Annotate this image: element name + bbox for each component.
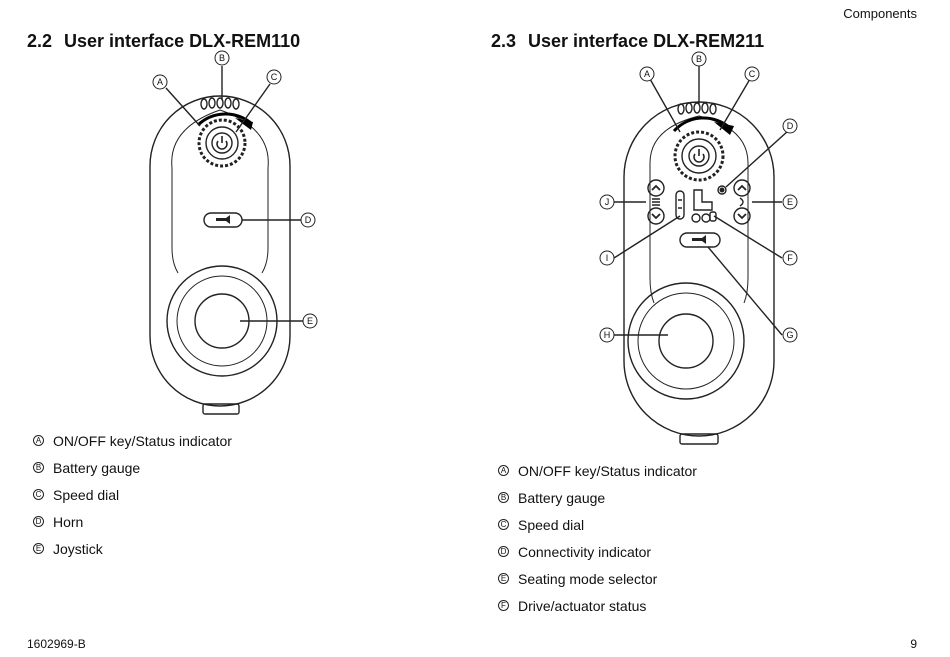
legend-label: ON/OFF key/Status indicator [518, 462, 697, 479]
wheel-icon [691, 213, 701, 223]
legend-item: F Drive/actuator status [498, 592, 697, 619]
speed-dial-icon [673, 130, 725, 182]
legend-rem211: A ON/OFF key/Status indicator B Battery ga… [498, 457, 697, 619]
legend-rem110: A ON/OFF key/Status indicator B Battery ga… [33, 427, 232, 562]
legend-label: Battery gauge [53, 459, 141, 476]
power-icon [216, 136, 228, 150]
legend-item: D Horn [33, 508, 232, 535]
callout-f: F [787, 253, 793, 263]
speed-arc [196, 112, 253, 127]
legend-key: C [33, 489, 44, 500]
legend-item: B Battery gauge [33, 454, 232, 481]
callout-b: B [696, 54, 702, 64]
legend-key: A [498, 465, 509, 476]
running-header: Components [843, 6, 917, 21]
callout-e: E [787, 197, 793, 207]
device-connector [202, 403, 240, 415]
legend-key: C [498, 519, 509, 530]
legend-item: C Speed dial [33, 481, 232, 508]
callout-e: E [307, 316, 313, 326]
battery-gauge-icon [200, 97, 240, 110]
legend-label: ON/OFF key/Status indicator [53, 432, 232, 449]
speed-dial-icon [197, 118, 247, 168]
callout-j: J [605, 197, 610, 207]
device-inner-contour [171, 109, 269, 274]
callout-c: C [271, 72, 278, 82]
device-inner-contour [171, 168, 179, 274]
legend-label: Speed dial [53, 486, 120, 503]
horn-icon [216, 215, 230, 224]
legend-key: E [33, 543, 44, 554]
connectivity-indicator-icon [717, 185, 727, 195]
legend-item: A ON/OFF key/Status indicator [498, 457, 697, 484]
horn-icon [692, 235, 706, 244]
legend-label: Speed dial [518, 516, 585, 533]
callout-c: C [749, 69, 756, 79]
power-icon [693, 149, 705, 163]
legend-item: A ON/OFF key/Status indicator [33, 427, 232, 454]
callout-i: I [606, 253, 609, 263]
battery-gauge-icon [677, 102, 717, 115]
callout-d: D [305, 215, 312, 225]
joystick-icon [627, 282, 745, 400]
seat-up-button [733, 179, 751, 197]
device-inner-contour [649, 163, 655, 304]
legend-item: D Connectivity indicator [498, 538, 697, 565]
legend-key: E [498, 573, 509, 584]
legend-key: B [33, 462, 44, 473]
legend-item: C Speed dial [498, 511, 697, 538]
legend-label: Joystick [53, 540, 103, 557]
mode-down-button [647, 207, 665, 225]
legend-key: D [498, 546, 509, 557]
drive-status-icon [675, 190, 685, 220]
legend-key: F [498, 600, 509, 611]
legend-label: Drive/actuator status [518, 597, 647, 614]
device-inner-contour [649, 115, 749, 304]
device-connector [679, 433, 719, 445]
speed-arc [672, 116, 731, 133]
seat-down-button [733, 207, 751, 225]
seat-icon [693, 189, 713, 211]
mode-up-button [647, 179, 665, 197]
remote-rem110-diagram: A B C D E [149, 50, 318, 415]
callout-g: G [786, 330, 793, 340]
page-number: 9 [910, 637, 917, 651]
callout-d: D [787, 121, 794, 131]
callout-b: B [219, 53, 225, 63]
section-number: 2.3 [491, 31, 517, 51]
callout-a: A [644, 69, 650, 79]
legend-label: Seating mode selector [518, 570, 658, 587]
callout-a: A [157, 77, 163, 87]
device-body [149, 95, 291, 407]
remote-rem211-diagram: A B C D E F G H I J [599, 51, 798, 445]
document-id: 1602969-B [27, 637, 86, 651]
legend-item: B Battery gauge [498, 484, 697, 511]
legend-key: A [33, 435, 44, 446]
section-title-rem110: 2.2 User interface DLX-REM110 [27, 31, 300, 52]
callout-h: H [604, 330, 611, 340]
legend-key: D [33, 516, 44, 527]
legend-label: Battery gauge [518, 489, 606, 506]
legend-label: Horn [53, 513, 84, 530]
section-heading: User interface DLX-REM110 [64, 31, 301, 51]
section-title-rem211: 2.3 User interface DLX-REM211 [491, 31, 764, 52]
legend-item: E Seating mode selector [498, 565, 697, 592]
section-number: 2.2 [27, 31, 53, 51]
legend-item: E Joystick [33, 535, 232, 562]
section-heading: User interface DLX-REM211 [528, 31, 765, 51]
legend-label: Connectivity indicator [518, 543, 652, 560]
legend-key: B [498, 492, 509, 503]
horn-button [679, 232, 721, 248]
